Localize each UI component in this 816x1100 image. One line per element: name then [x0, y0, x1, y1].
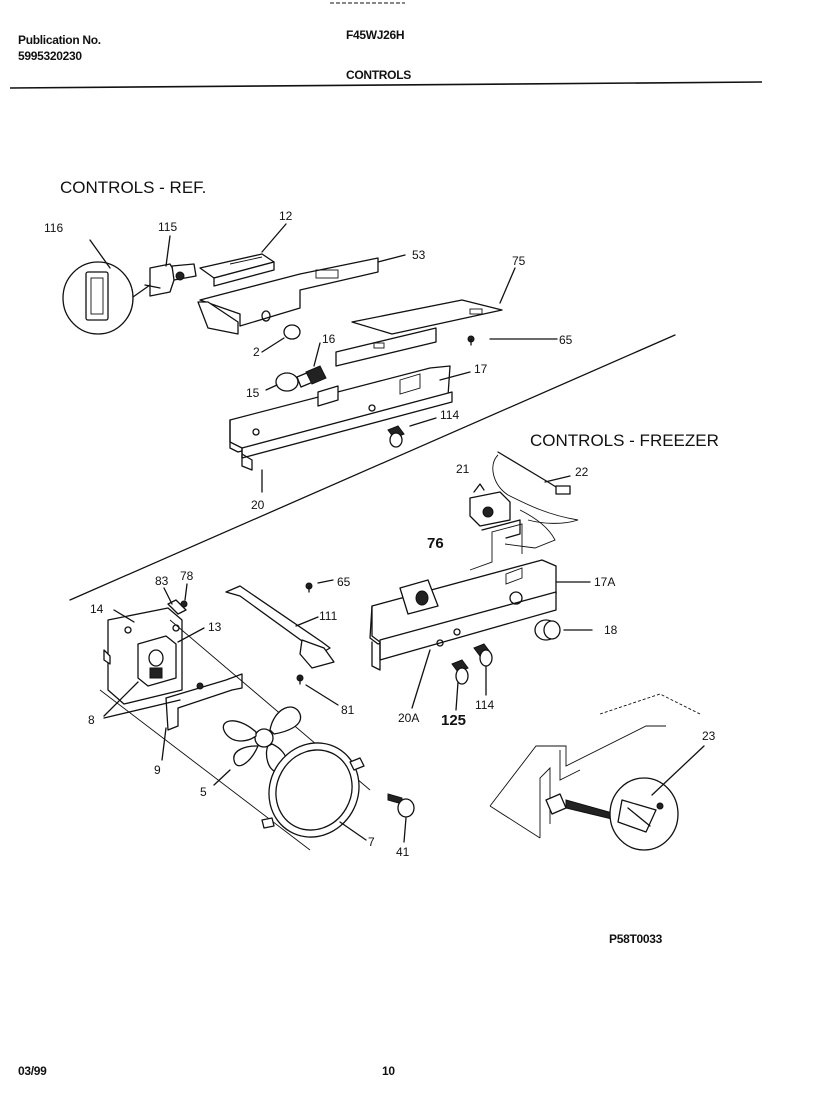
footer-date: 03/99 — [18, 1064, 47, 1078]
callout-83: 83 — [155, 574, 169, 588]
part-83-78-fasteners — [163, 583, 188, 615]
publication-label: Publication No. — [18, 33, 101, 47]
section-title: CONTROLS — [346, 68, 411, 82]
callout-22: 22 — [575, 465, 589, 479]
callout-111: 111 — [319, 609, 338, 623]
callout-41: 41 — [396, 845, 410, 859]
callout-12: 12 — [279, 209, 293, 223]
part-16-lamp-socket-plate — [335, 327, 437, 367]
freezer-controls-title: CONTROLS - FREEZER — [530, 431, 719, 450]
part-13-fan-motor — [137, 627, 205, 687]
page-number: 10 — [382, 1064, 395, 1078]
ref-controls-title: CONTROLS - REF. — [60, 178, 207, 197]
callout-65-lower: 65 — [337, 575, 351, 589]
part-2-knob — [261, 324, 301, 353]
header-rule — [9, 81, 763, 89]
callout-23: 23 — [702, 729, 716, 743]
part-114-control-knob-lower — [473, 643, 493, 696]
section-divider-line — [69, 334, 676, 601]
leader-9 — [161, 727, 167, 761]
callout-17: 17 — [474, 362, 488, 376]
callout-8: 8 — [88, 713, 95, 727]
callout-9: 9 — [154, 763, 161, 777]
part-111-air-duct — [225, 585, 335, 669]
callout-13: 13 — [208, 620, 222, 634]
publication-number: 5995320230 — [18, 49, 82, 63]
part-8-mounting-brackets — [103, 673, 243, 731]
part-7-fan-shroud — [261, 742, 367, 841]
axis-line-b — [99, 689, 311, 851]
part-75-plate — [351, 267, 516, 335]
part-116-seal-detail — [62, 261, 151, 335]
callout-53: 53 — [412, 248, 426, 262]
part-125-control-knob — [451, 659, 469, 711]
callout-114-lower: 114 — [475, 698, 495, 712]
part-22-sensing-tube — [492, 451, 579, 524]
part-65-screw-lower — [305, 579, 334, 593]
callout-78: 78 — [180, 569, 194, 583]
callout-75: 75 — [512, 254, 526, 268]
part-17A-20A-freezer-console — [369, 519, 591, 671]
callout-125: 125 — [441, 712, 467, 729]
leader-12 — [261, 223, 287, 253]
callout-5: 5 — [200, 785, 207, 799]
part-114-control-knob-upper — [387, 417, 437, 448]
part-21-thermostat — [469, 483, 556, 549]
callout-76: 76 — [427, 535, 444, 552]
part-18-control-knob — [534, 619, 593, 641]
callout-2: 2 — [253, 345, 260, 359]
part-53-housing — [197, 254, 406, 335]
part-41-screw — [387, 793, 415, 843]
model-number: F45WJ26H — [346, 28, 405, 42]
callout-7: 7 — [368, 835, 375, 849]
callout-65-upper: 65 — [559, 333, 573, 347]
callout-18: 18 — [604, 623, 618, 637]
callout-116: 116 — [44, 221, 64, 235]
leader-20A — [411, 649, 431, 709]
callout-115: 115 — [158, 220, 178, 234]
callout-16: 16 — [322, 332, 336, 346]
part-81-screw — [296, 674, 339, 706]
leader-116 — [89, 239, 111, 269]
part-65-screw-upper — [467, 335, 558, 346]
part-15-light-bulb — [265, 342, 327, 392]
callout-14: 14 — [90, 602, 104, 616]
callout-20: 20 — [251, 498, 265, 512]
part-115-switch — [144, 263, 197, 297]
part-12-light-shield — [199, 253, 275, 287]
part-5-fan-blade — [213, 706, 302, 786]
callout-21: 21 — [456, 462, 470, 476]
part-17-20-ref-console — [229, 365, 471, 493]
callout-81: 81 — [341, 703, 355, 717]
diagram-code: P58T0033 — [609, 932, 662, 946]
callout-17A: 17A — [594, 575, 616, 589]
part-23-cabinet-detail — [489, 693, 705, 851]
callout-114-upper: 114 — [440, 408, 460, 422]
leader-115 — [165, 235, 171, 267]
callout-20A: 20A — [398, 711, 420, 725]
callout-15: 15 — [246, 386, 260, 400]
